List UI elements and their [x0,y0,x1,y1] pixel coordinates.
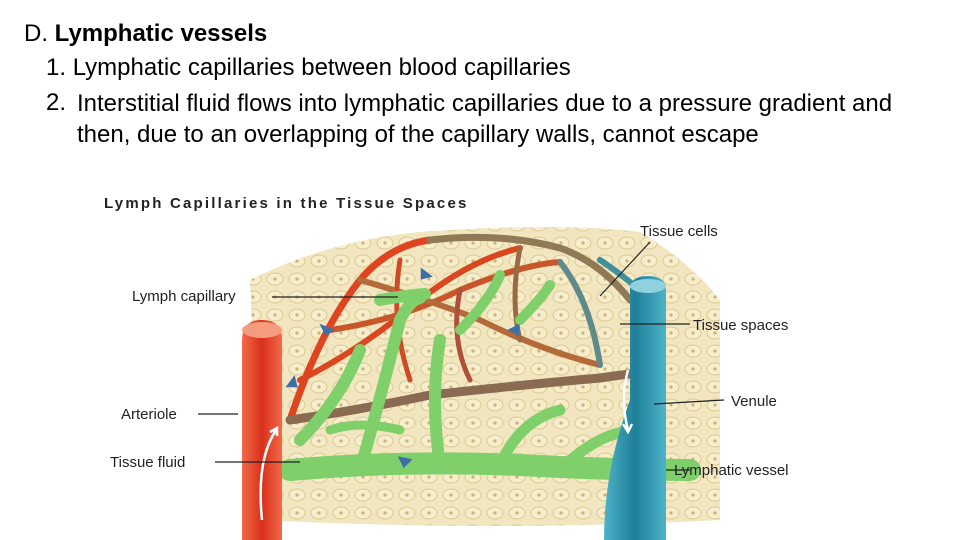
slide-heading: D. Lymphatic vessels [24,19,267,49]
venule-opening [630,279,666,293]
arteriole-opening [242,322,282,338]
bullet-number: 1. [46,54,67,81]
figure-title: Lymph Capillaries in the Tissue Spaces [104,195,469,212]
bullet-number: 2. [46,89,67,116]
fluid-flow-arrows [285,267,520,469]
venule-vessel [604,276,666,540]
label-lymphatic-vessel: Lymphatic vessel [674,462,789,479]
label-tissue-cells: Tissue cells [640,223,718,240]
lymph-capillary-network [279,270,701,481]
label-tissue-fluid: Tissue fluid [110,454,185,471]
bullet-point-2: 2. Interstitial fluid flows into lymphat… [46,88,946,150]
bullet-text: Lymphatic capillaries between blood capi… [72,54,571,81]
label-venule: Venule [731,393,777,410]
heading-title: Lymphatic vessels [54,20,268,47]
label-tissue-spaces: Tissue spaces [693,317,788,334]
label-lymph-capillary: Lymph capillary [132,288,236,305]
label-leader-lines [198,241,725,471]
arteriole-vessel [242,320,282,540]
blood-flow-arrows [259,369,634,521]
label-arteriole: Arteriole [121,406,177,423]
bullet-point-1: 1. Lymphatic capillaries between blood c… [46,53,571,83]
bullet-text: Interstitial fluid flows into lymphatic … [77,90,893,148]
heading-prefix: D. [24,20,48,47]
